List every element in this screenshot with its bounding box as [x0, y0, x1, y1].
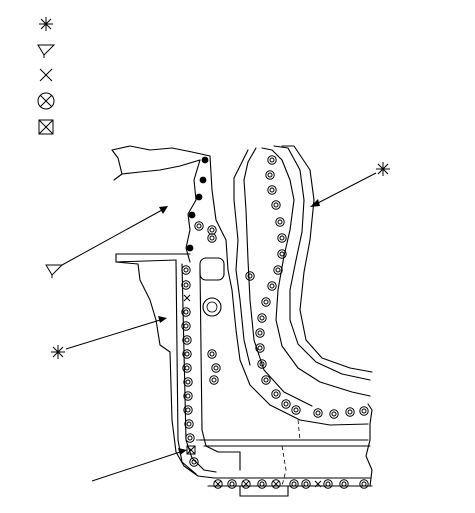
solid-dot	[195, 193, 203, 201]
leader-line	[91, 451, 181, 482]
callout-asterisk-weld-icon	[376, 162, 390, 176]
spot-circle	[329, 409, 339, 419]
spot-circle	[189, 457, 199, 467]
arrowhead	[159, 206, 168, 214]
legend-circle-cross-icon	[37, 92, 55, 110]
spot-circle	[265, 170, 275, 180]
spot-circle	[323, 479, 333, 489]
spot-small	[211, 363, 221, 373]
spot-cross	[314, 480, 322, 488]
spot-circle	[281, 399, 291, 409]
spot-circle	[267, 281, 277, 291]
spot-circle-cross	[271, 479, 281, 489]
spot-circle	[359, 479, 369, 489]
spot-circle	[261, 375, 271, 385]
part-outlines	[111, 145, 373, 497]
spot-circle	[291, 405, 301, 415]
spot-circle	[261, 297, 271, 307]
spot-circle	[289, 479, 299, 489]
solid-dot	[186, 244, 194, 252]
legend-boxed-cross-icon	[38, 119, 54, 135]
spot-circle	[313, 408, 323, 418]
legend-asterisk-weld-icon	[39, 17, 53, 31]
leader-line	[61, 209, 163, 266]
spot-circle	[345, 407, 355, 417]
spot-circle	[273, 265, 283, 275]
spot-box	[186, 445, 196, 455]
solid-dot	[199, 176, 207, 184]
spot-circle	[181, 265, 191, 275]
spot-small	[207, 225, 217, 235]
spot-circle	[257, 479, 267, 489]
spot-circle	[277, 233, 287, 243]
spot-circle	[267, 155, 277, 165]
spot-small	[207, 349, 217, 359]
leader-line	[65, 319, 161, 350]
arrowhead	[158, 316, 167, 323]
callout-asterisk-weld-icon	[51, 345, 65, 359]
legend	[37, 17, 56, 135]
spot-circle	[275, 217, 285, 227]
spot-circle	[255, 328, 265, 338]
weld-spots	[181, 155, 369, 489]
leader-line	[315, 172, 377, 205]
solid-dot	[188, 211, 196, 219]
spot-circle-cross	[213, 479, 223, 489]
spot-circle	[301, 479, 311, 489]
spot-circle	[271, 200, 281, 210]
spot-circle	[185, 433, 195, 443]
spot-circle	[359, 406, 369, 416]
arrowhead	[310, 199, 320, 207]
spot-circle-cross	[241, 479, 251, 489]
spot-cross	[183, 294, 191, 302]
spot-circle	[339, 479, 349, 489]
spot-circle	[271, 389, 281, 399]
callouts	[45, 162, 390, 482]
spot-circle	[257, 313, 267, 323]
spot-circle	[267, 185, 277, 195]
spot-small	[245, 271, 255, 281]
spot-small	[207, 233, 217, 243]
legend-triangle-flag-icon	[37, 44, 56, 58]
spot-circle	[227, 479, 237, 489]
callout-triangle-flag-icon	[45, 264, 64, 278]
spot-circle	[181, 280, 191, 290]
arrowhead	[178, 448, 187, 455]
spot-small	[194, 221, 204, 231]
legend-cross-icon	[39, 68, 53, 82]
solid-dot	[201, 156, 209, 164]
spot-small	[209, 375, 219, 385]
